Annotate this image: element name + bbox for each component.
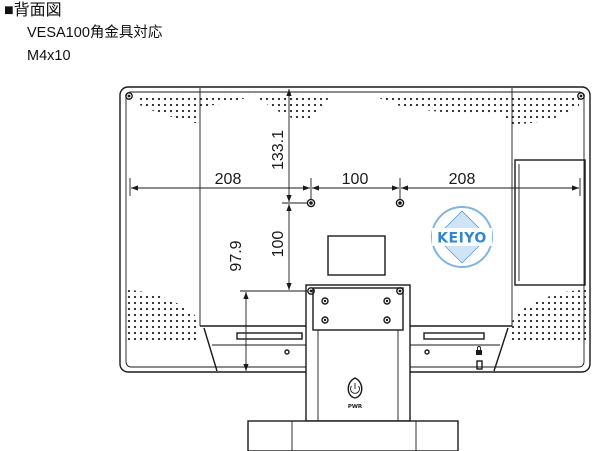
lock-icon-shackle [477,346,481,350]
power-icon-arc [350,385,360,394]
power-label: PWR [348,404,363,410]
bottom-slot-right [423,332,485,340]
bottom-taper-right [493,327,509,372]
vesa-hole-bottom-right-center [398,289,402,293]
vesa-hole-top-right-center [398,201,402,205]
plate-screw-4 [383,316,391,324]
dim-label-center: 100 [342,171,369,188]
vesa-compatibility-note: VESA100角金具対応 [27,25,163,41]
vent-dots-top-4 [376,94,500,114]
vent-dots-top-3 [256,94,330,121]
dim-label-hole-spacing-vertical: 100 [270,231,287,258]
power-button [347,377,363,399]
dim-label-hole-to-bottom: 97.9 [228,240,245,271]
plate-screw-1-center [323,299,327,303]
vent-dots-top-5 [500,94,512,124]
vent-dots-top-1 [138,94,200,124]
plate-screw-3-center [323,318,327,322]
stand-vesa-plate [312,287,404,331]
corner-screw-top-left [125,92,133,100]
vent-dots-bottom-right [511,290,586,343]
stand-base [247,420,459,451]
plate-screw-2-center [385,299,389,303]
vent-dots-top-6 [512,94,579,124]
vesa-hole-bottom-left [307,287,315,295]
bottom-taper-left [203,327,218,372]
bottom-screw-right [424,349,430,355]
plate-screw-1 [321,297,329,305]
security-slot [476,360,483,370]
vesa-hole-top-left [306,198,316,208]
stand-column [305,284,411,422]
logo-text: KEIYO [437,231,487,247]
vesa-hole-bottom-right [396,287,404,295]
vesa-hole-top-right [395,198,405,208]
lock-icon [476,350,482,355]
dim-label-left: 208 [215,171,242,188]
keiyo-logo: KEIYO [431,206,493,268]
bottom-slot-left [236,332,303,340]
dim-label-right: 208 [449,171,476,188]
logo-text-band [432,228,492,246]
label-plate [327,235,386,276]
side-recess [514,159,586,286]
section-title: ■背面図 [4,2,62,19]
bottom-screw-left [284,349,290,355]
plate-screw-2 [383,297,391,305]
vesa-hole-top-left-center [309,201,313,205]
plate-screw-4-center [385,318,389,322]
plate-screw-3 [321,316,329,324]
vent-dots-top-2 [200,94,258,107]
screw-spec: M4x10 [27,48,71,64]
vent-dots-bottom-left [124,290,200,343]
vesa-hole-bottom-left-center [309,289,313,293]
corner-screw-top-right-center [579,94,583,98]
corner-screw-top-left-center [127,94,131,98]
dim-label-top-to-hole: 133.1 [270,130,287,170]
